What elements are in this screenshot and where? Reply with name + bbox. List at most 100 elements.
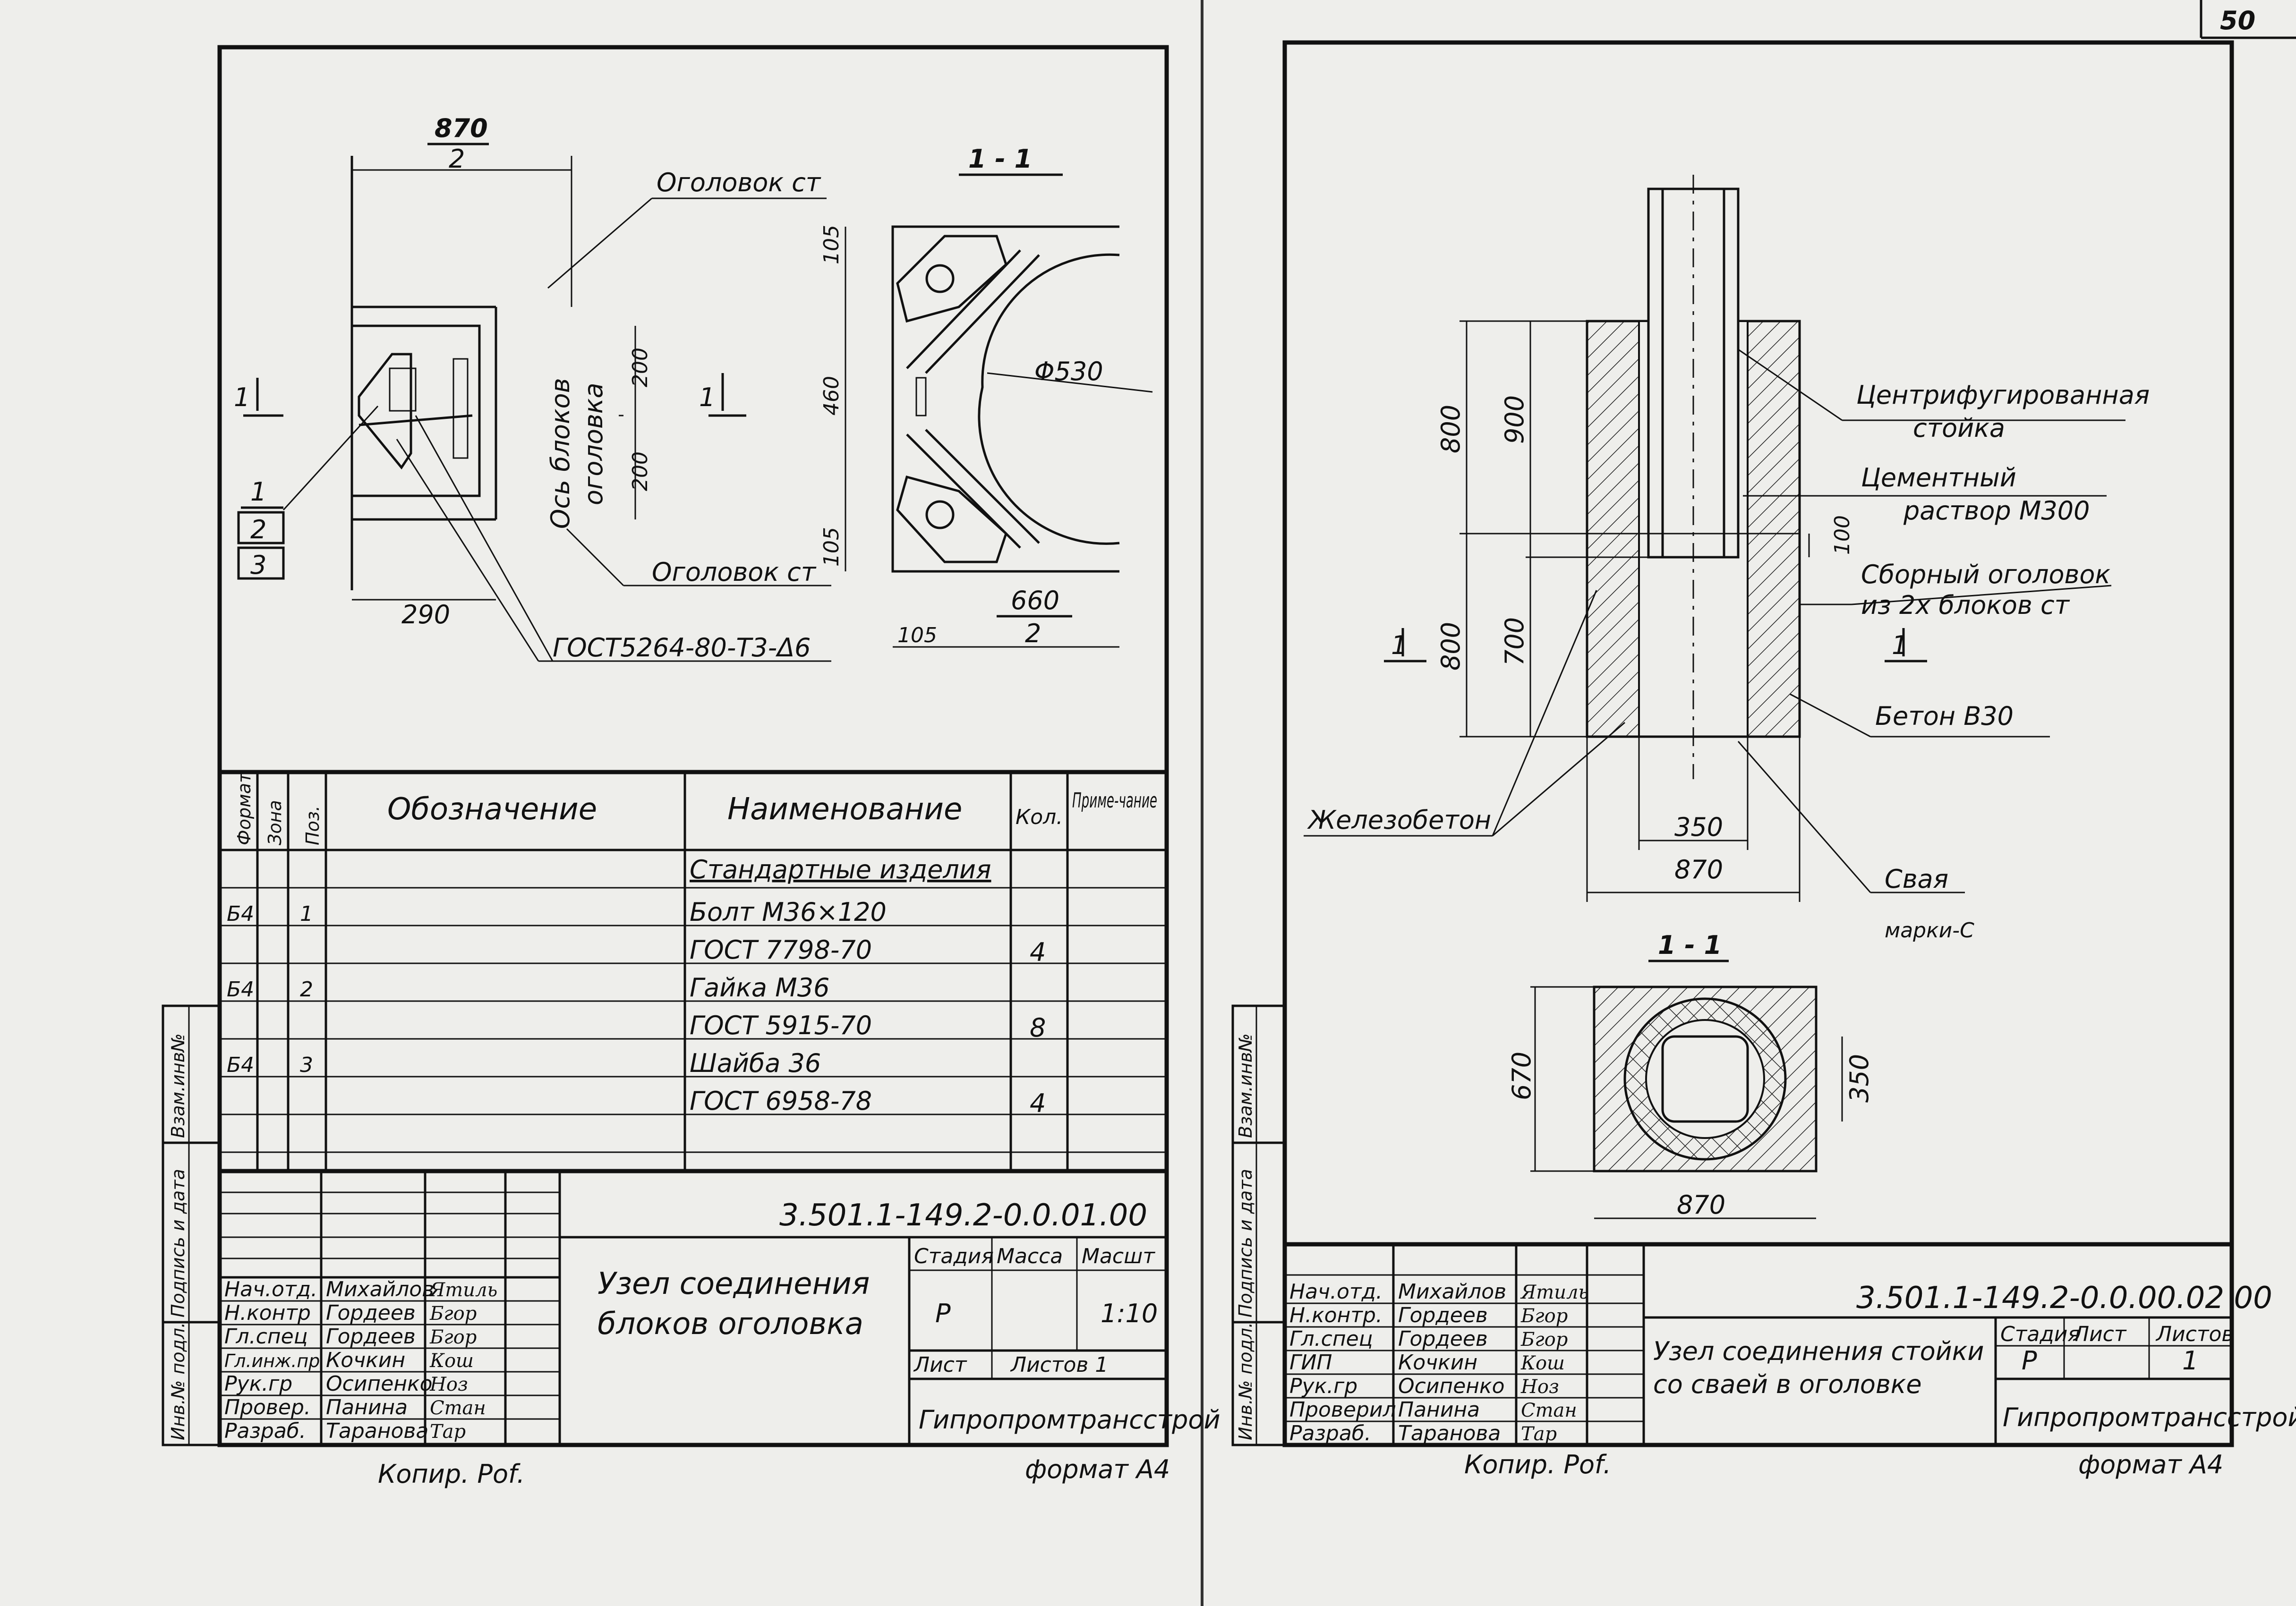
callout-ogolovok-bottom: Оголовок ст (652, 557, 817, 587)
left-sign-6: Стан (430, 1397, 486, 1419)
left-doc-title-1: Узел соединения (597, 1266, 870, 1301)
left-title-block: 3.501.1-149.2-0.0.01.00 Узел соединения … (220, 1169, 1221, 1445)
right-name-6: Панина (1398, 1398, 1480, 1422)
right-name-5: Осипенко (1398, 1374, 1505, 1398)
label-rc: Железобетон (1307, 805, 1491, 835)
left-copy-label: Копир. Роf. (378, 1459, 525, 1489)
pos-tag-2: 2 (250, 515, 266, 544)
left-role-6: Провер. (224, 1395, 311, 1419)
right-role-7: Разраб. (1289, 1421, 1371, 1445)
right-sheets-label: Листов (2155, 1322, 2234, 1346)
left-doc-title-2: блоков оголовка (597, 1307, 863, 1342)
right-name-2: Гордеев (1398, 1303, 1488, 1327)
spec-row-3: Б4 2 Гайка М36 (227, 973, 829, 1003)
label-concrete: Бетон В30 (1875, 701, 2014, 731)
spec-row-4-name: ГОСТ 5915-70 (690, 1011, 872, 1040)
left-stage-label: Стадия (914, 1244, 994, 1268)
right-role-5: Рук.гр (1289, 1374, 1357, 1398)
callout-ogolovok-top: Оголовок ст (657, 168, 821, 197)
spec-section-title: Стандартные изделия (690, 855, 991, 884)
spec-row-5: Б4 3 Шайба 36 (227, 1048, 821, 1078)
spec-row-2-name: ГОСТ 7798-70 (690, 935, 872, 965)
left-sheets-label: Листов 1 (1010, 1353, 1108, 1377)
sec-dim-105-h: 105 (897, 623, 937, 647)
r-side-label-inv: Инв.№ подл. (1235, 1322, 1256, 1440)
elev-dim-350: 350 (1674, 812, 1723, 842)
spec-row-2-qty: 4 (1030, 937, 1046, 967)
elev-dim-700: 700 (1500, 617, 1529, 666)
elev-section-mark-b: 1 (1892, 630, 1908, 660)
spec-row-1-format: Б4 (227, 902, 254, 926)
label-pile-2: марки-С (1885, 918, 1974, 943)
left-role-2: Н.контр (224, 1301, 311, 1325)
sec-dim-660-num: 660 (1011, 586, 1059, 615)
axis-label-2: оголовка (579, 382, 608, 505)
elev-dim-900: 900 (1500, 395, 1529, 444)
side-label-inv: Инв.№ подл. (168, 1322, 188, 1440)
left-role-7: Разраб. (224, 1419, 306, 1443)
left-sign-3: Бгор (429, 1326, 477, 1348)
left-role-1: Нач.отд. (224, 1277, 317, 1301)
axis-label-1: Ось блоков (546, 378, 575, 529)
elev-dim-100: 100 (1830, 515, 1854, 555)
right-stage: Р (2022, 1346, 2037, 1376)
sec-dim-350-r: 350 (1844, 1054, 1874, 1103)
right-sign-1: Ятиль (1520, 1282, 1588, 1303)
right-name-1: Михайлов (1398, 1280, 1506, 1304)
left-role-3: Гл.спец (224, 1325, 308, 1349)
spec-table: Формат Зона Поз. Обозначение Наименовани… (220, 770, 1167, 1171)
left-sheet: 870 2 290 Оголовок ст Оголовок ст Ось бл… (162, 45, 1221, 1489)
left-side-strip: Инв.№ подл. Подпись и дата Взам.инв№ (162, 1004, 221, 1446)
left-mass-label: Масса (997, 1244, 1063, 1268)
dim-200-bottom: 200 (628, 451, 652, 491)
right-sign-5: Ноз (1520, 1376, 1559, 1398)
section-mark-left-a: 1 (234, 382, 250, 412)
right-role-4: ГИП (1289, 1351, 1332, 1375)
elevation-view: 800 900 800 700 100 1 1 350 870 Це (1304, 175, 2150, 943)
side-label-sign: Подпись и дата (168, 1169, 188, 1317)
left-format-label: формат А4 (1025, 1454, 1170, 1484)
plan-view: 870 2 290 Оголовок ст Оголовок ст Ось бл… (234, 113, 831, 663)
pos-tag-3: 3 (250, 550, 266, 580)
spec-header-zone: Зона (265, 800, 285, 845)
label-head-2: из 2х блоков ст (1861, 590, 2070, 620)
right-role-6: Проверил (1289, 1398, 1396, 1422)
right-title-block: 3.501.1-149.2-0.0.00.02 00 Узел соединен… (1285, 1242, 2296, 1445)
right-sheet-label: Лист (2073, 1322, 2127, 1346)
spec-row-6-name: ГОСТ 6958-78 (690, 1086, 872, 1116)
left-stage: Р (935, 1299, 951, 1328)
pile-section-view: 1 - 1 670 350 870 (1507, 930, 1874, 1220)
left-sign-1: Ятиль (429, 1279, 497, 1301)
position-tags: 1 2 3 (237, 405, 379, 580)
elev-dim-800-bottom: 800 (1436, 622, 1466, 671)
sec-dim-870-r: 870 (1677, 1190, 1725, 1220)
label-mortar-2: раствор М300 (1903, 496, 2090, 526)
spec-row-5-name: Шайба 36 (690, 1048, 821, 1078)
sec-dim-460: 460 (819, 376, 844, 416)
left-sign-2: Бгор (429, 1303, 477, 1325)
spec-header-note: Приме-чание (1072, 789, 1157, 813)
left-name-7: Таранова (326, 1419, 428, 1443)
sec-diameter: Φ530 (1034, 357, 1103, 386)
spec-row-6: ГОСТ 6958-78 4 (690, 1086, 1046, 1118)
left-name-1: Михайлов (326, 1277, 434, 1301)
spec-row-1-name: Болт М36×120 (690, 897, 887, 927)
section-mark-left-b: 1 (699, 382, 715, 412)
left-org: Гипропромтрансстрой (919, 1405, 1221, 1435)
left-name-4: Кочкин (326, 1348, 405, 1372)
spec-row-4-qty: 8 (1030, 1013, 1046, 1043)
right-side-strip: Инв.№ подл. Подпись и дата Взам.инв№ (1231, 1004, 1286, 1446)
label-column-2: стойка (1913, 413, 2005, 443)
sec-dim-105-bottom: 105 (819, 527, 844, 567)
sec-dim-660-den: 2 (1025, 619, 1041, 648)
elev-section-mark-a: 1 (1391, 630, 1407, 660)
left-name-2: Гордеев (326, 1301, 416, 1325)
right-stage-label: Стадия (2000, 1322, 2080, 1346)
spec-row-4: ГОСТ 5915-70 8 (690, 1011, 1046, 1043)
spec-row-3-format: Б4 (227, 977, 254, 1002)
right-org: Гипропромтрансстрой (2003, 1402, 2296, 1432)
dim-290: 290 (401, 600, 450, 629)
dim-870-num: 870 (435, 113, 488, 143)
right-role-3: Гл.спец (1289, 1327, 1373, 1351)
